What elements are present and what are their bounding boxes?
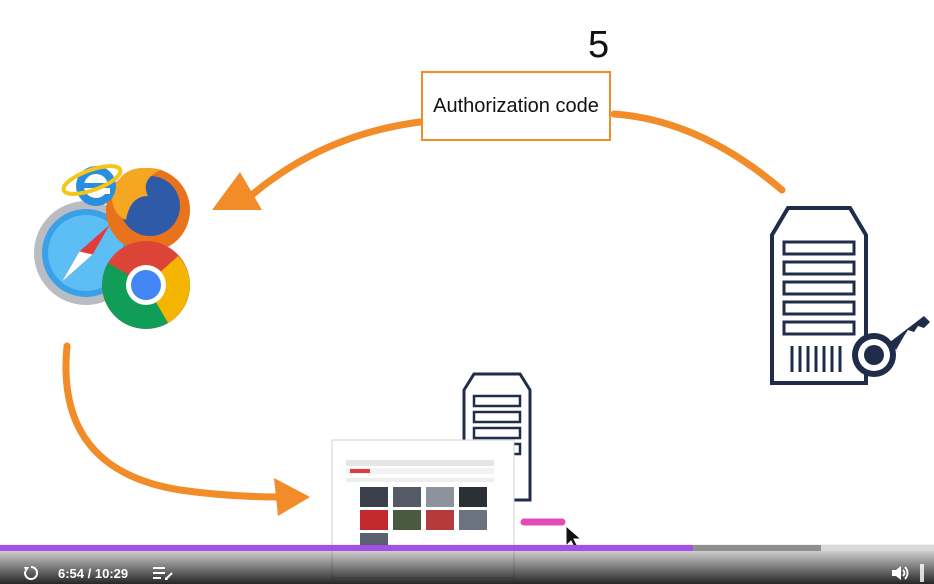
firefox-icon	[106, 167, 190, 252]
replay-icon[interactable]	[22, 564, 40, 582]
curved-arrow-to-browser	[212, 110, 786, 210]
fullscreen-edge[interactable]	[920, 564, 924, 582]
progress-bar[interactable]	[0, 545, 934, 551]
volume-icon[interactable]	[890, 564, 910, 582]
player-controls-row: 6:54 / 10:29	[0, 562, 934, 584]
time-separator: /	[84, 566, 95, 581]
step-number: 5	[588, 24, 610, 66]
authorization-server-with-key-icon	[770, 206, 930, 385]
playlist-icon[interactable]	[152, 565, 174, 581]
authorization-code-label: Authorization code	[433, 94, 599, 117]
authorization-code-box: Authorization code	[421, 71, 611, 141]
time-readout: 6:54 / 10:29	[58, 566, 128, 581]
internet-explorer-icon	[61, 164, 123, 206]
total-duration: 10:29	[94, 566, 129, 581]
current-time: 6:54	[58, 566, 85, 581]
curved-arrow-to-app	[62, 342, 310, 516]
browser-logos-icon	[34, 164, 190, 329]
progress-played	[0, 545, 694, 551]
chrome-icon	[102, 241, 190, 329]
key-icon	[852, 316, 930, 377]
